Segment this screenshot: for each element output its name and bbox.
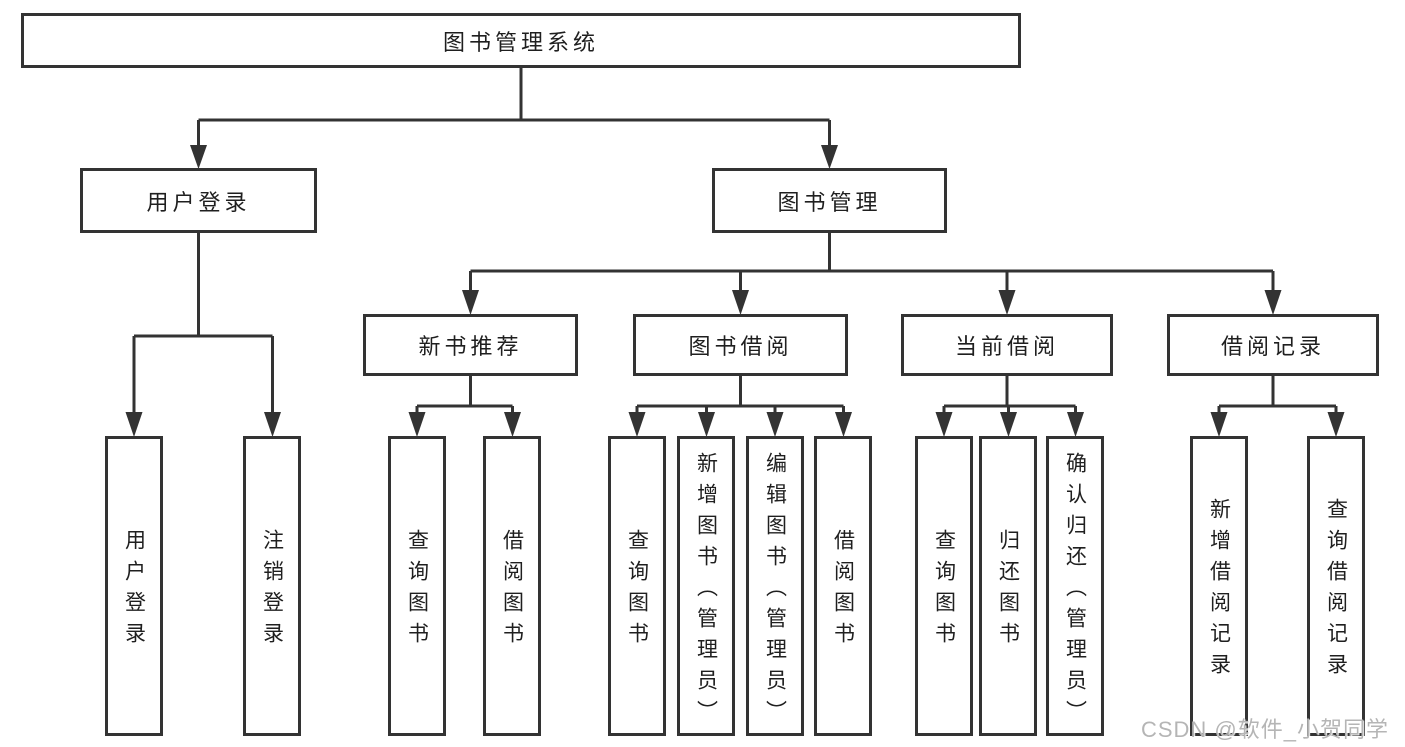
arrowhead-down-icon (1264, 290, 1282, 315)
leaf-query-borrow-record: 查询借阅记录 (1307, 436, 1365, 736)
connector-root (190, 68, 838, 169)
node-label: 借阅图书 (500, 529, 524, 653)
node-label: 借阅图书 (831, 529, 855, 653)
node-label: 新增借阅记录 (1207, 498, 1231, 684)
node-new-book-recommend: 新书推荐 (363, 314, 578, 376)
arrowhead-down-icon (698, 412, 715, 437)
arrowhead-down-icon (264, 412, 281, 437)
connector-book-borrowing (628, 376, 852, 437)
node-label: 图书借阅 (688, 334, 793, 359)
leaf-add-book-admin: 新增图书（管理员） (677, 436, 735, 736)
arrowhead-down-icon (628, 412, 646, 437)
arrowhead-down-icon (821, 145, 838, 169)
leaf-query-books-borrowing: 查询图书 (608, 436, 666, 736)
node-label: 借阅记录 (1220, 334, 1325, 359)
arrowhead-down-icon (1000, 412, 1017, 437)
leaf-query-books-current: 查询图书 (915, 436, 973, 736)
leaf-confirm-return-admin: 确认归还（管理员） (1046, 436, 1104, 736)
node-label: 查询图书 (932, 529, 956, 653)
arrowhead-down-icon (732, 290, 749, 315)
arrowhead-down-icon (766, 412, 784, 437)
leaf-borrow-books-borrowing: 借阅图书 (814, 436, 872, 736)
node-label: 图书管理系统 (442, 29, 599, 55)
node-borrowing-records: 借阅记录 (1167, 314, 1379, 376)
connector-book-management (462, 233, 1282, 315)
arrowhead-down-icon (1210, 412, 1228, 437)
node-label: 新增图书（管理员） (694, 451, 718, 731)
node-label: 确认归还（管理员） (1063, 451, 1087, 731)
connector-borrowing-records (1210, 376, 1345, 437)
connector-user-login (125, 233, 281, 437)
node-book-management: 图书管理 (712, 168, 947, 233)
node-label: 当前借阅 (954, 334, 1059, 359)
node-library-management-system: 图书管理系统 (21, 13, 1021, 68)
arrowhead-down-icon (408, 412, 426, 437)
connector-current-borrowing (935, 376, 1084, 437)
node-label: 查询借阅记录 (1324, 498, 1348, 684)
arrowhead-down-icon (835, 412, 852, 437)
node-label: 查询图书 (405, 529, 429, 653)
connector-new-book-recommend (408, 376, 521, 437)
arrowhead-down-icon (1327, 412, 1345, 437)
leaf-add-borrow-record: 新增借阅记录 (1190, 436, 1248, 736)
arrowhead-down-icon (998, 290, 1016, 315)
leaf-logout: 注销登录 (243, 436, 301, 736)
leaf-return-books: 归还图书 (979, 436, 1037, 736)
node-current-borrowing: 当前借阅 (901, 314, 1113, 376)
arrowhead-down-icon (935, 412, 953, 437)
arrowhead-down-icon (462, 290, 479, 315)
arrowhead-down-icon (1067, 412, 1084, 437)
node-label: 编辑图书（管理员） (763, 451, 787, 731)
node-label: 用户登录 (146, 189, 251, 215)
node-label: 新书推荐 (418, 334, 523, 359)
leaf-query-books-recommend: 查询图书 (388, 436, 446, 736)
leaf-edit-book-admin: 编辑图书（管理员） (746, 436, 804, 736)
node-user-login: 用户登录 (80, 168, 317, 233)
leaf-borrow-books-recommend: 借阅图书 (483, 436, 541, 736)
node-label: 查询图书 (625, 529, 649, 653)
node-label: 用户登录 (122, 529, 146, 653)
node-label: 注销登录 (260, 529, 284, 653)
arrowhead-down-icon (125, 412, 143, 437)
node-label: 归还图书 (996, 529, 1020, 653)
csdn-watermark: CSDN @软件_小贺同学 (1140, 717, 1389, 742)
node-book-borrowing: 图书借阅 (633, 314, 848, 376)
arrowhead-down-icon (190, 145, 207, 169)
arrowhead-down-icon (504, 412, 521, 437)
node-label: 图书管理 (777, 189, 882, 215)
leaf-user-login: 用户登录 (105, 436, 163, 736)
